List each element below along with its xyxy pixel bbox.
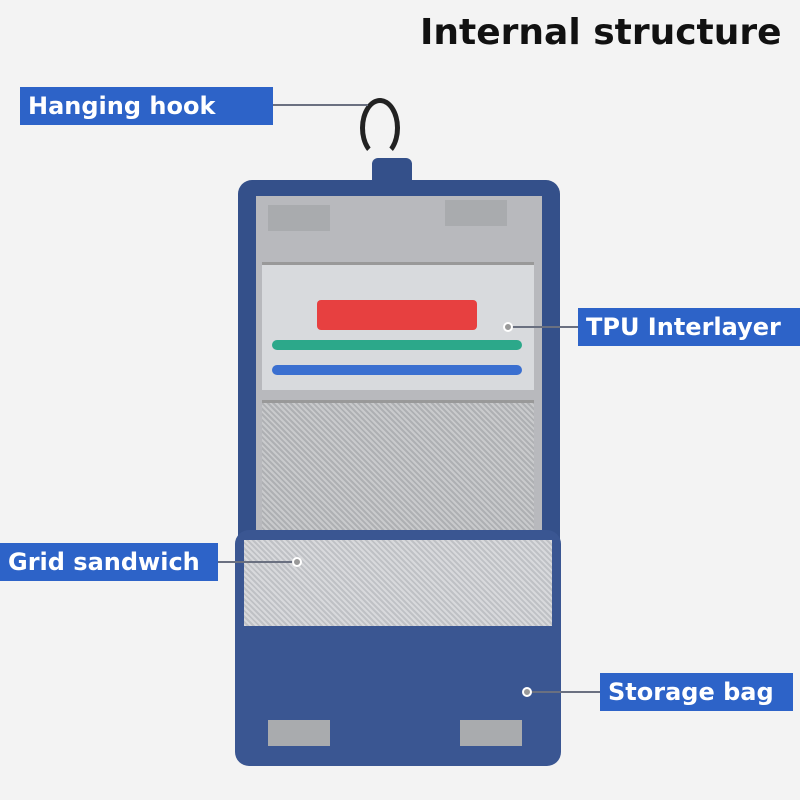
tpu-pocket <box>262 262 534 390</box>
storage-callout-line <box>530 691 600 693</box>
toothbrush <box>272 365 522 375</box>
label-tpu-interlayer: TPU Interlayer <box>578 308 800 346</box>
grid-callout-dot <box>292 557 302 567</box>
label-hanging-hook: Hanging hook <box>20 87 273 125</box>
mesh-pocket <box>262 400 534 543</box>
page-title: Internal structure <box>420 12 782 53</box>
velcro-patch <box>460 720 522 746</box>
velcro-patch <box>268 205 330 231</box>
label-storage-bag: Storage bag <box>600 673 793 711</box>
label-grid-sandwich: Grid sandwich <box>0 543 218 581</box>
velcro-patch <box>268 720 330 746</box>
hanging-hook-image <box>360 98 400 158</box>
toothpaste <box>317 300 477 330</box>
tpu-callout-dot <box>503 322 513 332</box>
toothbrush <box>272 340 522 350</box>
hook-callout-line <box>273 104 368 106</box>
tpu-callout-line <box>512 326 578 328</box>
grid-sandwich-mesh <box>244 540 552 626</box>
grid-callout-line <box>218 561 298 563</box>
velcro-patch <box>445 200 507 226</box>
storage-callout-dot <box>522 687 532 697</box>
